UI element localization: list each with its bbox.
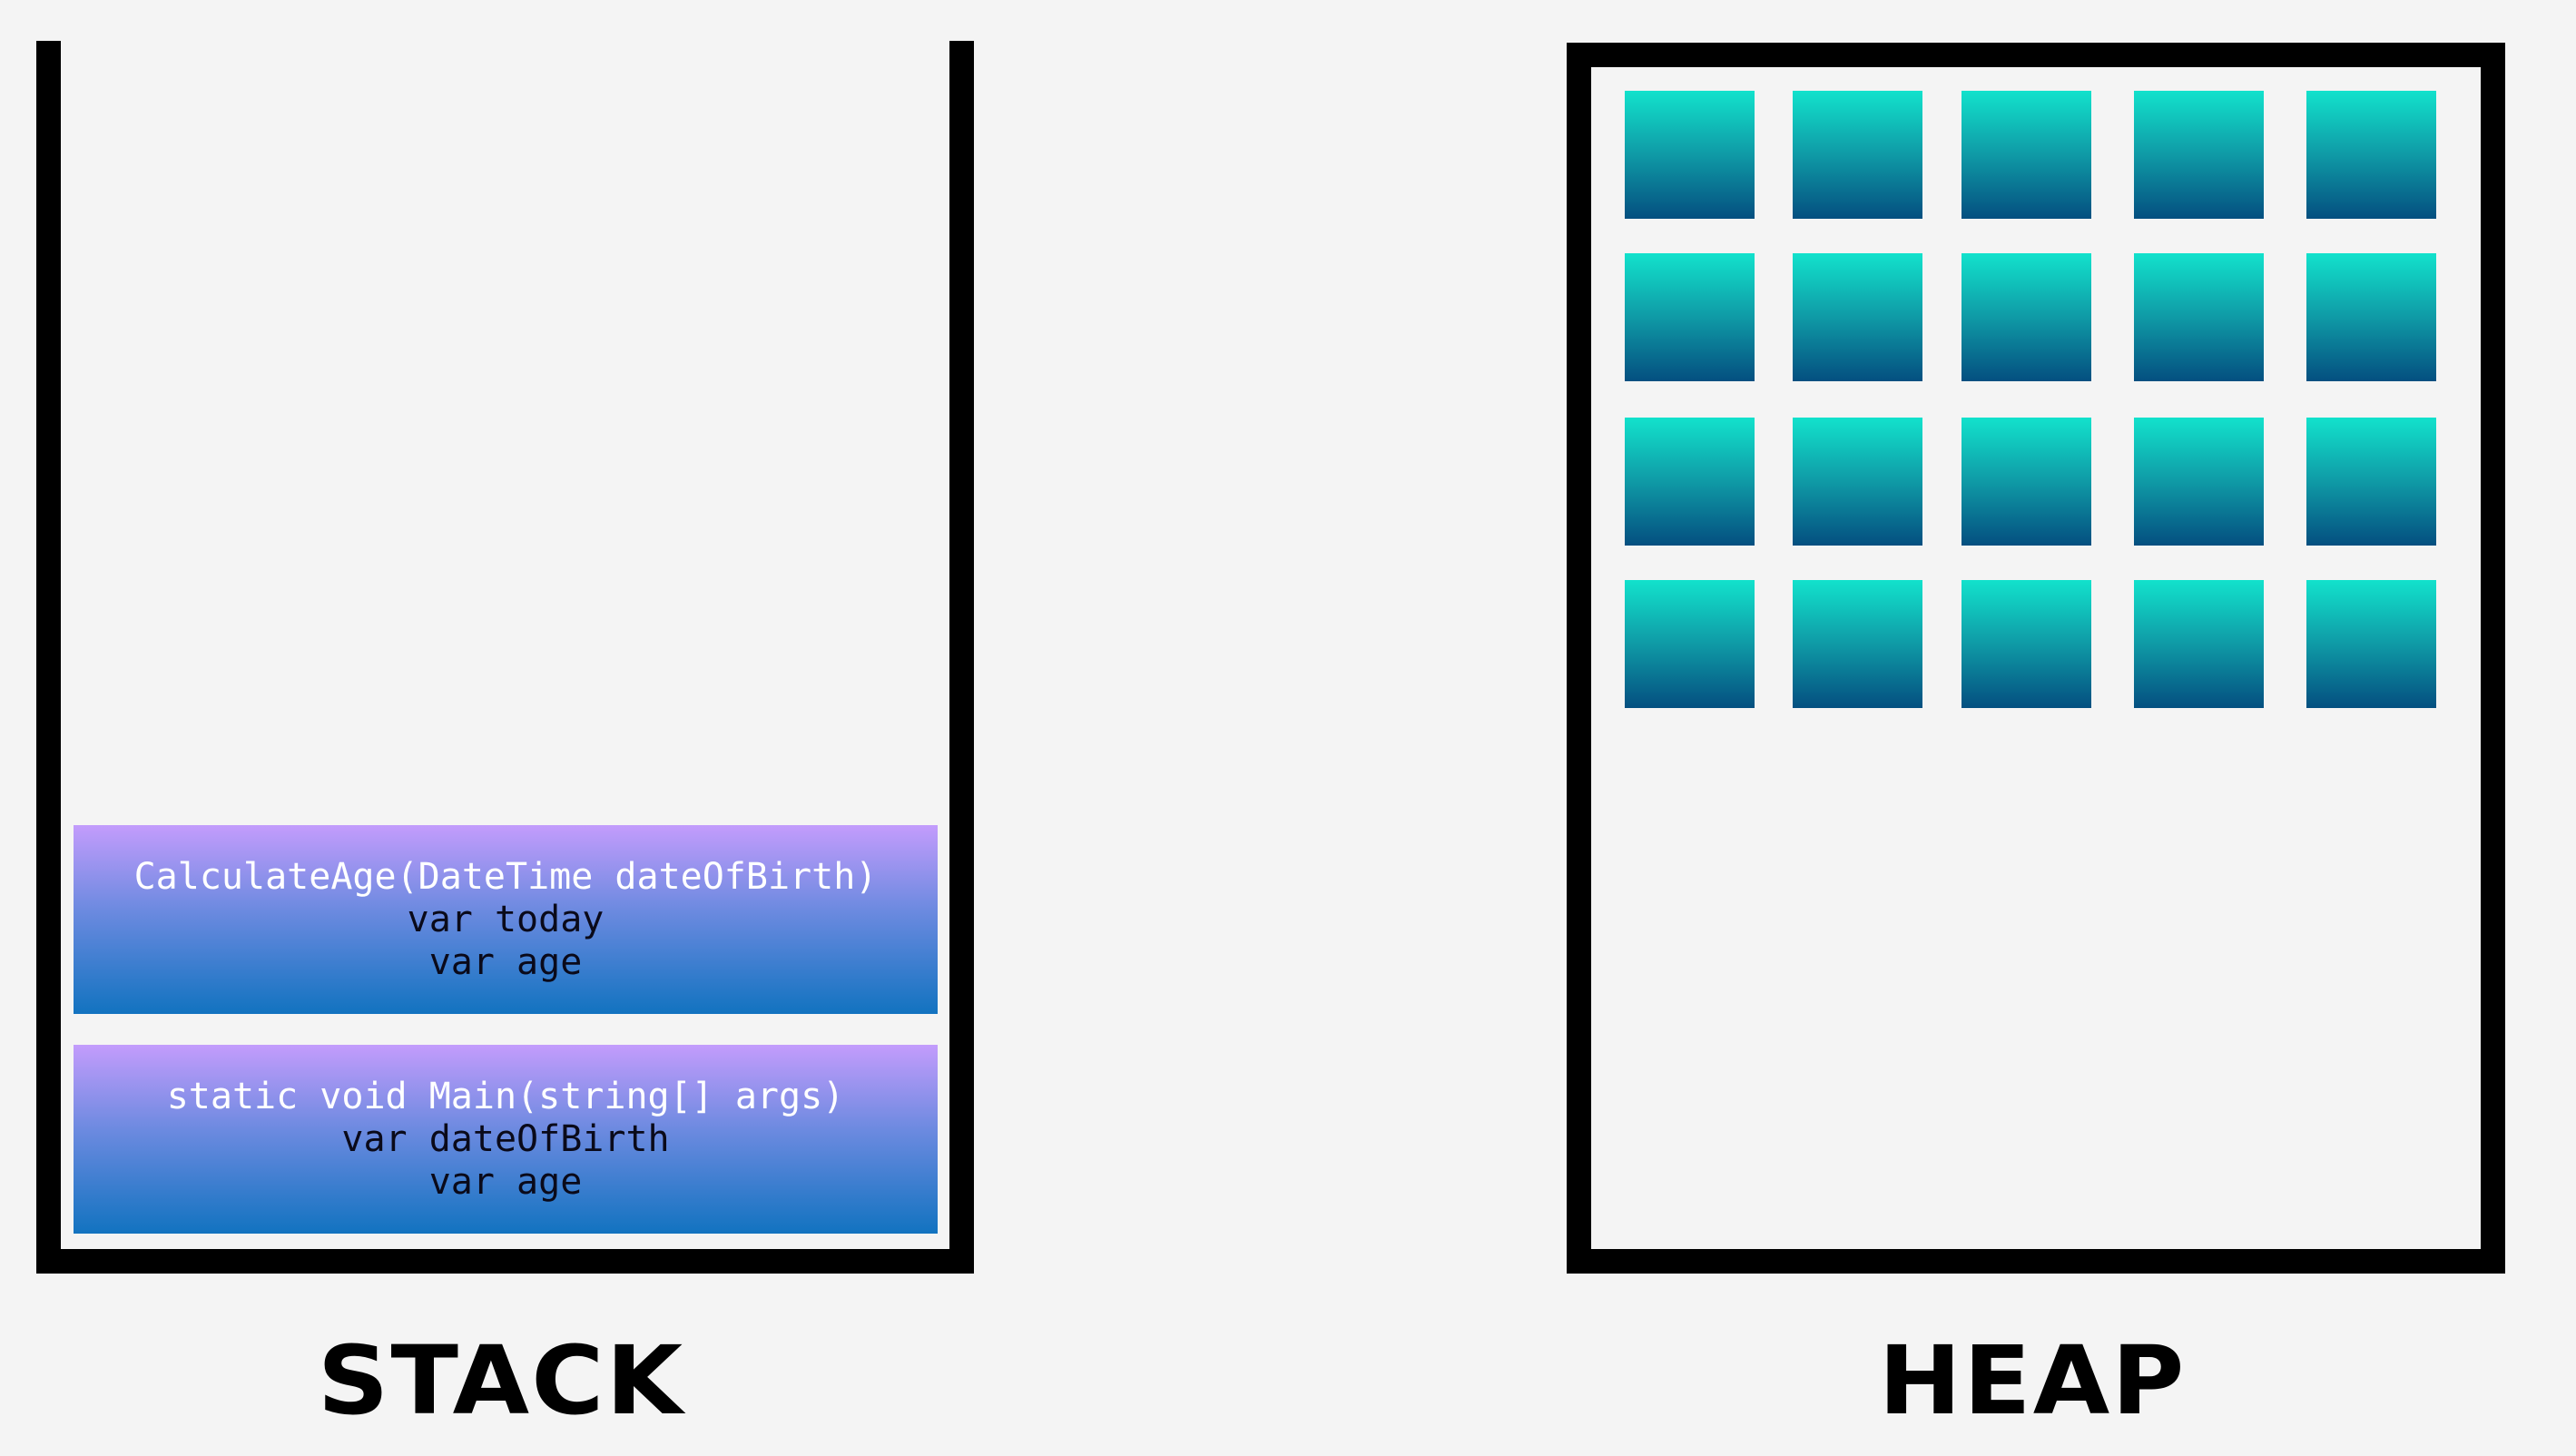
heap-memory-block xyxy=(2134,580,2264,708)
heap-memory-block xyxy=(1625,91,1755,219)
heap-memory-block xyxy=(1793,580,1922,708)
heap-memory-block xyxy=(1793,91,1922,219)
heap-memory-block xyxy=(1961,418,2091,546)
heap-memory-block xyxy=(2306,418,2436,546)
heap-memory-block xyxy=(2134,253,2264,381)
heap-memory-block xyxy=(2306,253,2436,381)
heap-memory-block xyxy=(1961,580,2091,708)
heap-memory-block xyxy=(1625,253,1755,381)
heap-memory-block xyxy=(1961,91,2091,219)
heap-memory-block xyxy=(1793,253,1922,381)
stack-left-wall xyxy=(36,41,61,1274)
stack-label: STACK xyxy=(317,1325,685,1436)
heap-label: HEAP xyxy=(1878,1325,2187,1436)
heap-bottom-wall xyxy=(1567,1249,2505,1274)
heap-right-wall xyxy=(2481,43,2505,1274)
frame-variable: var age xyxy=(428,940,583,983)
frame-signature: CalculateAge(DateTime dateOfBirth) xyxy=(133,855,878,898)
frame-signature: static void Main(string[] args) xyxy=(166,1075,845,1117)
stack-right-wall xyxy=(949,41,974,1274)
heap-memory-block xyxy=(2134,418,2264,546)
heap-memory-block xyxy=(1625,580,1755,708)
heap-memory-block xyxy=(1793,418,1922,546)
heap-memory-block xyxy=(2306,580,2436,708)
stack-frame-main: static void Main(string[] args) var date… xyxy=(74,1045,938,1234)
heap-memory-block xyxy=(1961,253,2091,381)
frame-variable: var today xyxy=(407,898,605,940)
frame-variable: var dateOfBirth xyxy=(341,1117,670,1160)
heap-left-wall xyxy=(1567,43,1591,1274)
heap-memory-block xyxy=(1625,418,1755,546)
stack-bottom-wall xyxy=(36,1249,974,1274)
stack-frame-calculate-age: CalculateAge(DateTime dateOfBirth) var t… xyxy=(74,825,938,1014)
frame-variable: var age xyxy=(428,1160,583,1203)
heap-memory-block xyxy=(2134,91,2264,219)
heap-top-wall xyxy=(1567,43,2505,67)
heap-memory-block xyxy=(2306,91,2436,219)
